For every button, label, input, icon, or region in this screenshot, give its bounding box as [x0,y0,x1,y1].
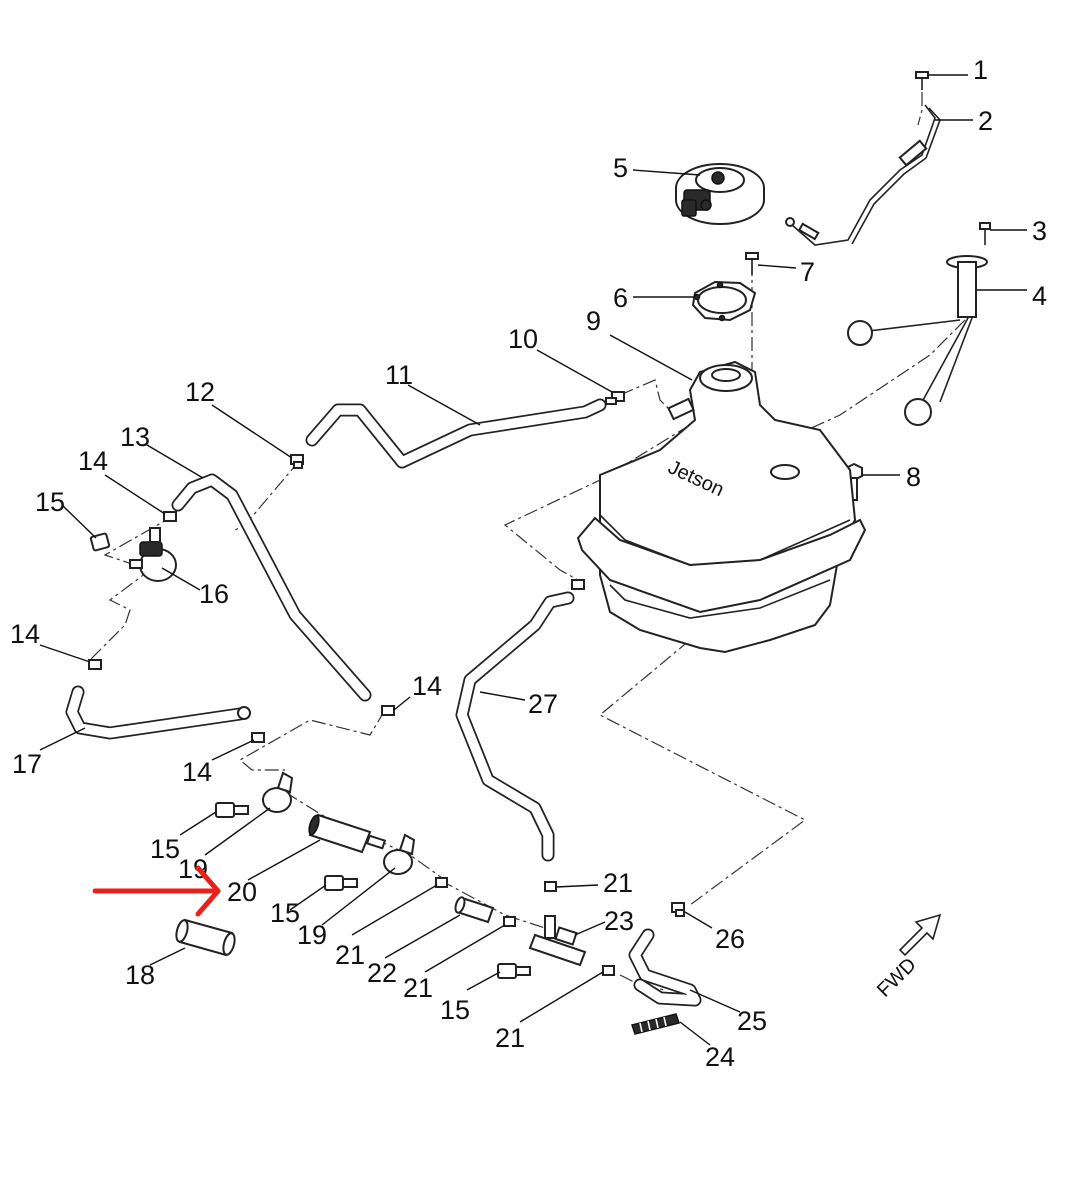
forward-direction-indicator: FWD [873,913,942,1002]
callout-19b: 19 [297,920,327,950]
callout-15c: 15 [270,898,300,928]
part-22-connector [454,896,495,924]
fwd-label: FWD [873,954,921,1002]
callout-labels: 1 2 3 4 5 6 7 8 9 10 11 12 13 14 14 14 1… [10,55,1047,1072]
callout-23: 23 [604,906,634,936]
callout-19a: 19 [178,854,208,884]
part-12-clamp [290,454,304,469]
part-2-cable [785,104,941,246]
part-15-bolts [89,532,531,979]
part-14-clamps [88,511,395,743]
part-24-spring [631,1013,680,1035]
callout-25: 25 [737,1006,767,1036]
callout-21c: 21 [403,973,433,1003]
callout-4: 4 [1032,281,1047,311]
part-6-gasket [691,280,757,322]
callout-11: 11 [385,360,413,390]
callout-27: 27 [528,689,558,719]
part-7-screw [745,252,759,275]
callout-15a: 15 [35,487,65,517]
callout-18: 18 [125,960,155,990]
callout-13: 13 [120,422,150,452]
callout-1: 1 [973,55,988,85]
part-26-clamp [671,902,685,917]
callout-24: 24 [705,1042,735,1072]
part-27-fuel-hose [455,579,585,862]
callout-10: 10 [508,324,538,354]
callout-22: 22 [367,958,397,988]
callout-2: 2 [978,106,993,136]
callout-14a: 14 [78,446,108,476]
part-17-hose [65,685,251,740]
part-10-clamp [605,391,625,405]
callout-9: 9 [586,306,601,336]
part-16-fuel-valve [129,527,177,582]
part-1-screw [915,71,929,90]
part-23-tee-fitting [528,915,587,967]
callout-3: 3 [1032,216,1047,246]
callout-5: 5 [613,153,628,183]
part-20-fuel-pump [308,813,387,854]
callout-6: 6 [613,283,628,313]
callout-17: 17 [12,749,42,779]
callout-21d: 21 [495,1023,525,1053]
part-13-hose [171,473,372,702]
part-3-screw [979,222,991,245]
callout-14b: 14 [10,619,40,649]
leader-lines [39,74,1027,1046]
part-19-clamps [262,771,416,875]
part-4-fuel-sender [847,255,988,426]
callout-14d: 14 [182,757,212,787]
callout-15b: 15 [150,834,180,864]
callout-16: 16 [199,579,229,609]
callout-14c: 14 [412,671,442,701]
part-9-fuel-tank: Jetson [576,360,867,654]
part-25-hose [628,928,702,1007]
callout-26: 26 [715,924,745,954]
callout-20: 20 [227,877,257,907]
part-11-vent-hose [305,398,607,469]
part-18-sleeve [175,918,236,957]
callout-15d: 15 [440,995,470,1025]
callout-8: 8 [906,462,921,492]
highlight-arrow [92,865,221,917]
callout-7: 7 [800,257,815,287]
callout-12: 12 [185,377,215,407]
callout-21a: 21 [603,868,633,898]
part-5-fuel-cap [675,163,765,225]
callout-21b: 21 [335,940,365,970]
